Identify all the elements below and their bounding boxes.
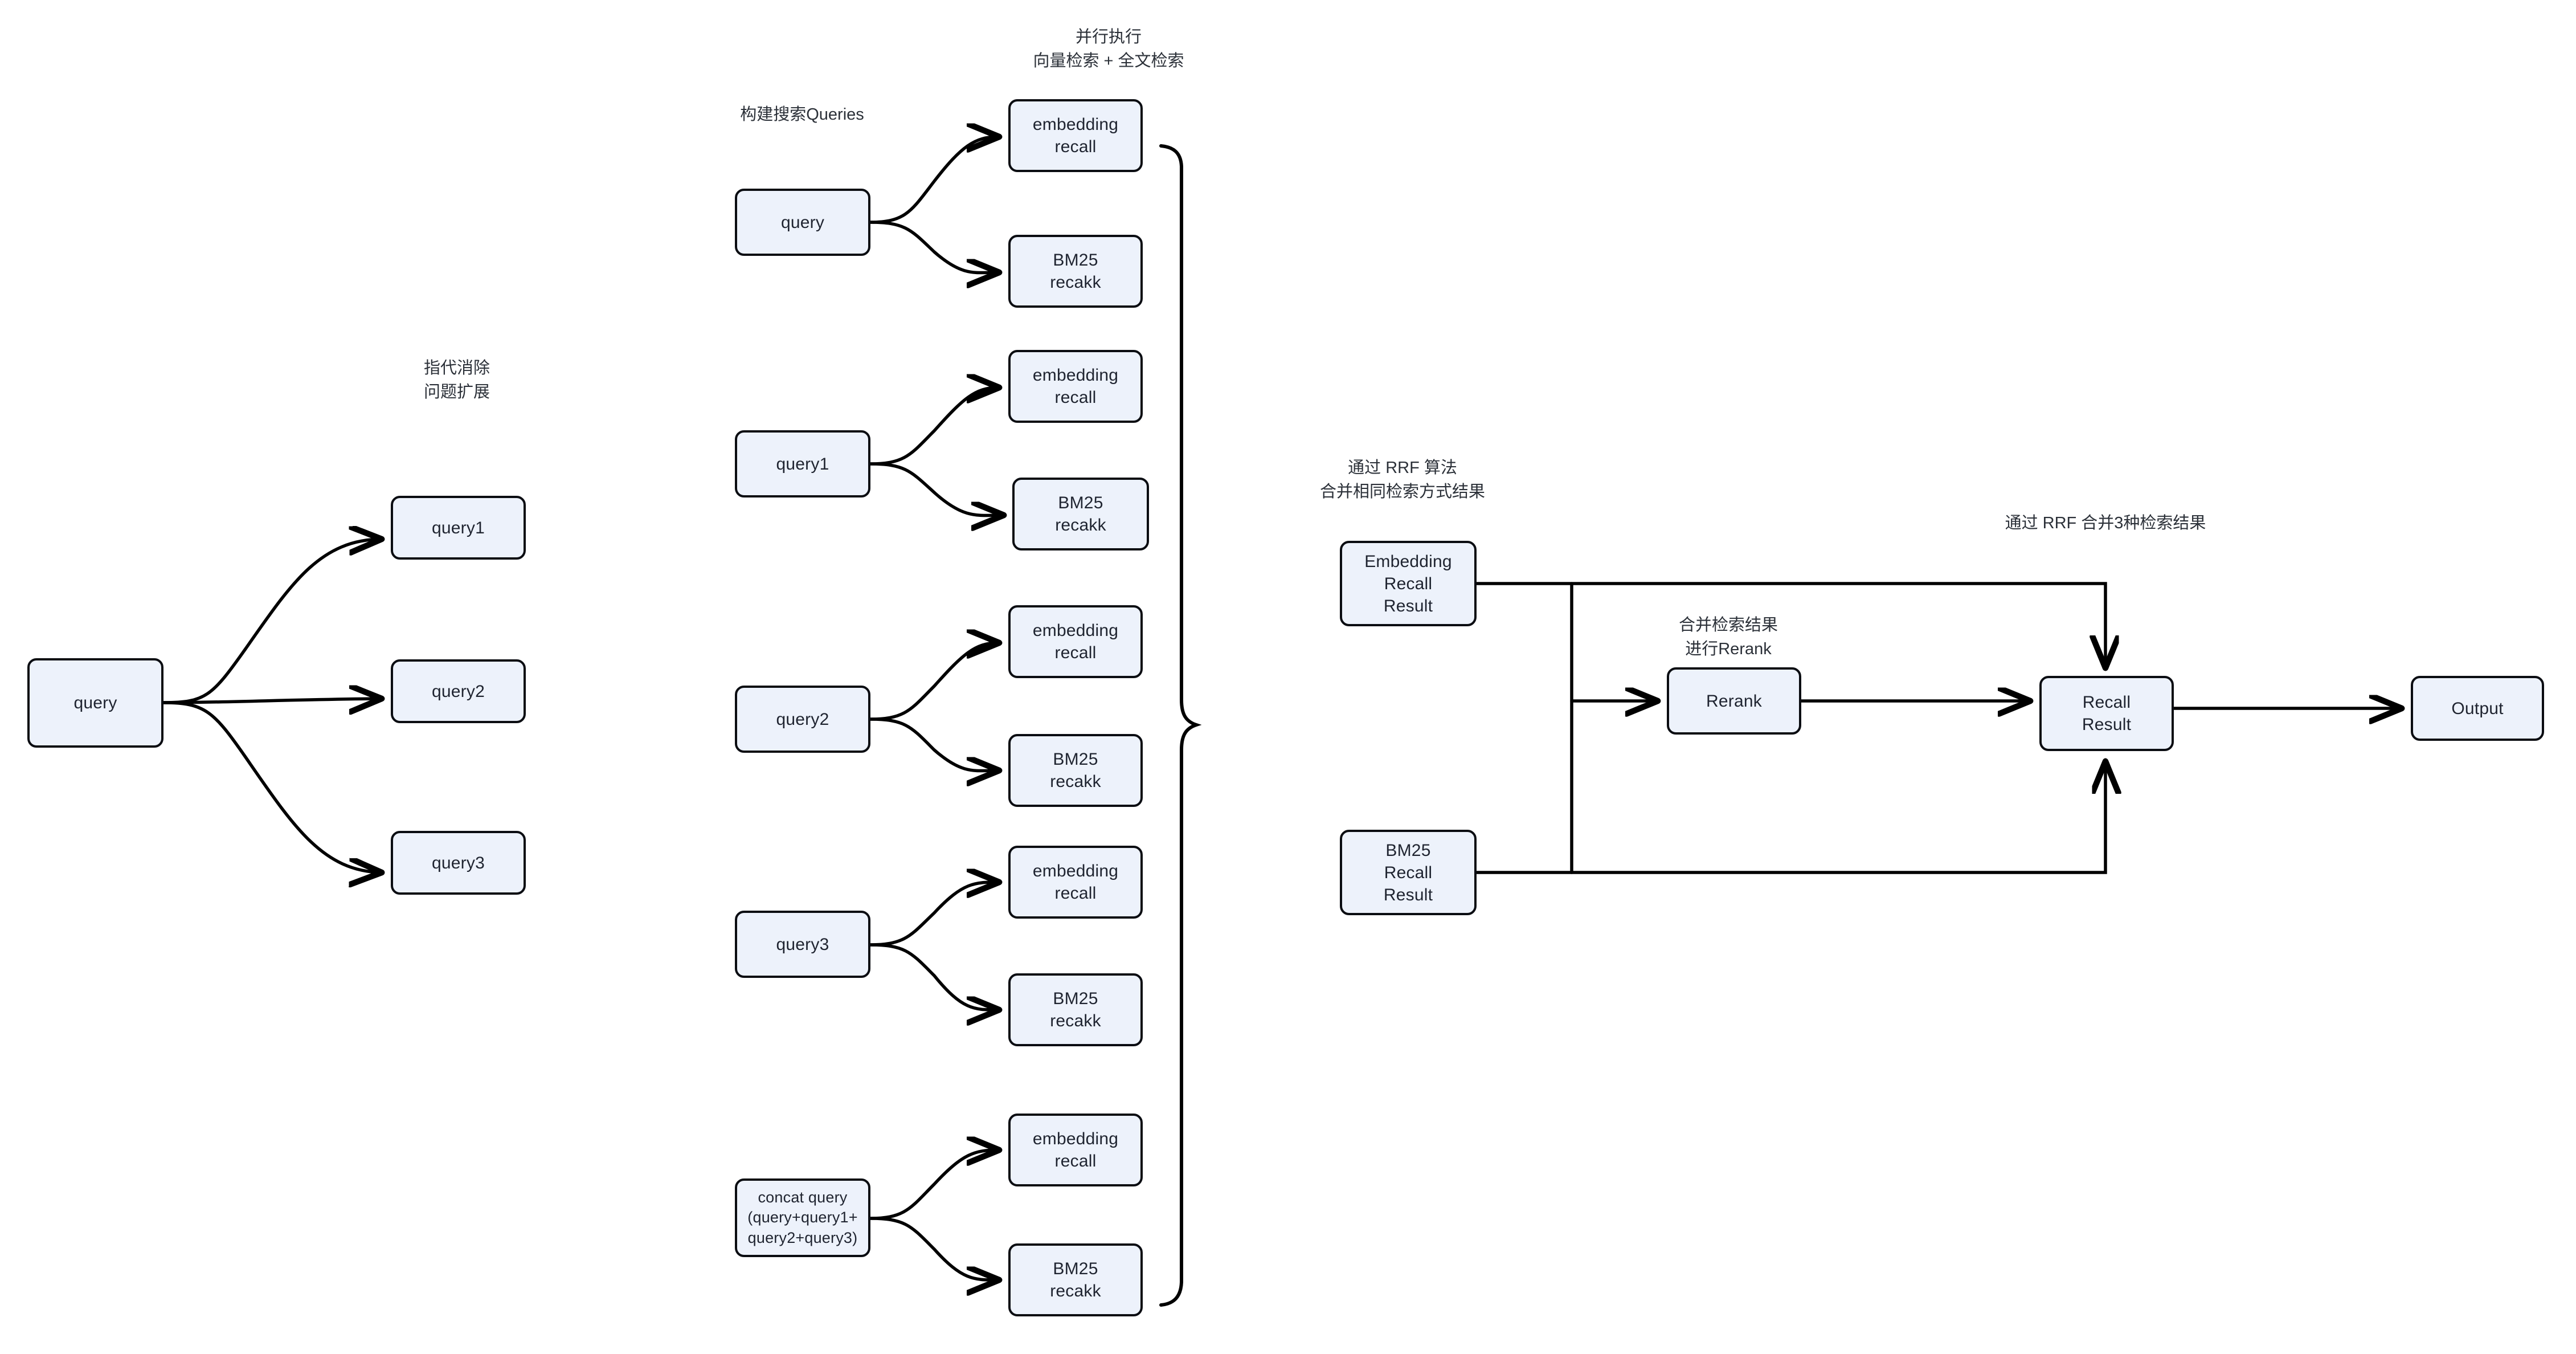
node-embedding-recall-2[interactable]: embedding recall [1008, 605, 1143, 678]
node-embedding-recall-1[interactable]: embedding recall [1008, 350, 1143, 423]
node-query1-expanded[interactable]: query1 [391, 496, 526, 560]
edge-mq0-bm25 [869, 221, 998, 273]
node-query2-expanded[interactable]: query2 [391, 659, 526, 723]
note-parallel: 并行执行 向量检索 + 全文检索 [1033, 28, 1184, 71]
node-bm25-recall-4[interactable]: BM25 recakk [1008, 1243, 1143, 1316]
node-retrieval-query1[interactable]: query1 [735, 430, 870, 497]
edge-mq0-embedding [869, 137, 998, 224]
node-query3-expanded[interactable]: query3 [391, 831, 526, 895]
edge-query-to-query3 [162, 701, 381, 872]
node-rerank[interactable]: Rerank [1667, 667, 1801, 735]
edge-mq2-bm25 [869, 717, 998, 771]
node-retrieval-concat-query[interactable]: concat query (query+query1+ query2+query… [735, 1178, 870, 1257]
node-query-source[interactable]: query [27, 658, 163, 748]
edge-mq2-embedding [869, 643, 998, 721]
node-bm25-recall-0[interactable]: BM25 recakk [1008, 235, 1143, 308]
edge-bm25res-bus [1475, 762, 2105, 874]
node-retrieval-query[interactable]: query [735, 189, 870, 256]
node-embedding-recall-3[interactable]: embedding recall [1008, 846, 1143, 919]
node-recall-result[interactable]: Recall Result [2039, 676, 2174, 751]
edge-query-to-query2 [162, 699, 381, 703]
node-bm25-recall-1[interactable]: BM25 recakk [1012, 478, 1149, 550]
edge-mq4-embedding [869, 1150, 998, 1220]
node-retrieval-query3[interactable]: query3 [735, 911, 870, 978]
node-bm25-recall-3[interactable]: BM25 recakk [1008, 973, 1143, 1046]
node-bm25-recall-2[interactable]: BM25 recakk [1008, 734, 1143, 807]
edge-embres-bus [1475, 582, 2105, 667]
node-output[interactable]: Output [2411, 676, 2544, 741]
curly-brace-icon [1159, 144, 1202, 1307]
edge-query-to-query1 [162, 539, 381, 704]
edge-mq1-bm25 [869, 462, 1003, 516]
note-rrf-same-type: 通过 RRF 算法 合并相同检索方式结果 [1319, 459, 1486, 501]
edge-mq4-bm25 [869, 1217, 998, 1280]
note-coref: 指代消除 问题扩展 [423, 359, 490, 402]
node-embedding-recall-4[interactable]: embedding recall [1008, 1114, 1143, 1186]
node-bm25-recall-result[interactable]: BM25 Recall Result [1340, 830, 1477, 915]
edge-mq3-embedding [869, 882, 998, 947]
edge-mq3-bm25 [869, 943, 998, 1010]
node-retrieval-query2[interactable]: query2 [735, 686, 870, 753]
node-embedding-recall-0[interactable]: embedding recall [1008, 99, 1143, 172]
node-embedding-recall-result[interactable]: Embedding Recall Result [1340, 541, 1477, 626]
edge-mq1-embedding [869, 388, 998, 466]
note-build-queries: 构建搜索Queries [740, 105, 864, 124]
note-merge-rerank: 合并检索结果 进行Rerank [1678, 616, 1778, 659]
note-rrf-three: 通过 RRF 合并3种检索结果 [2005, 514, 2206, 532]
